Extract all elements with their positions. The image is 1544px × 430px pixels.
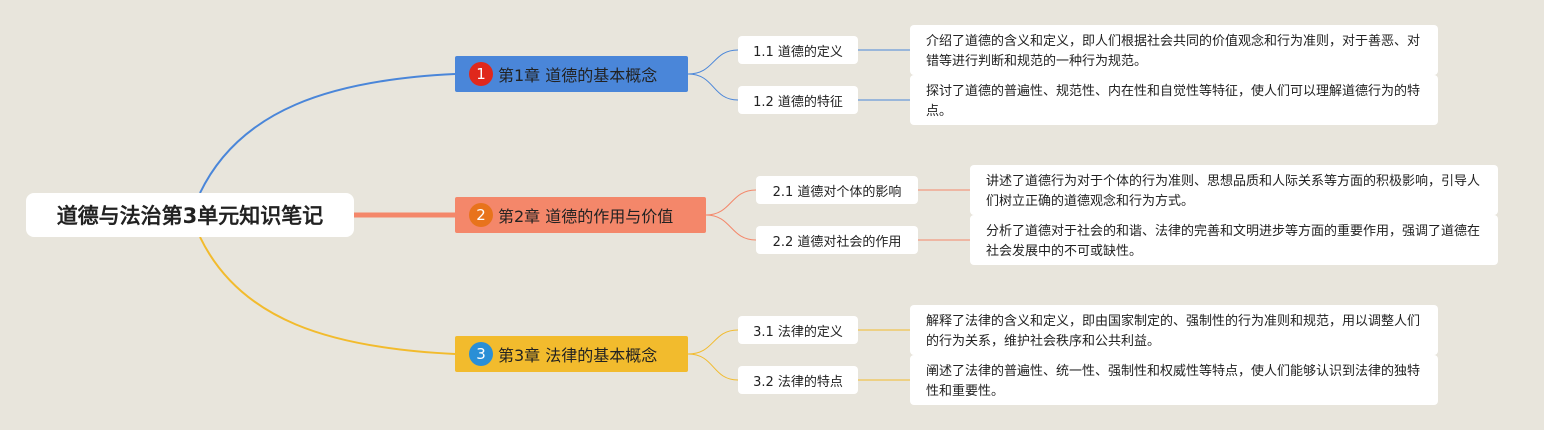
chapter-label: 第2章 道德的作用与价值 [498,207,674,226]
chapter-2-node[interactable]: 2 第2章 道德的作用与价值 [455,197,706,233]
chapter-label: 第1章 道德的基本概念 [498,66,658,85]
topic-node-1-1[interactable]: 1.1 道德的定义 [738,36,858,64]
chapter-3-node[interactable]: 3 第3章 法律的基本概念 [455,336,688,372]
topic-node-1-2[interactable]: 1.2 道德的特征 [738,86,858,114]
number-badge-icon: 3 [469,342,493,366]
topic-node-2-1[interactable]: 2.1 道德对个体的影响 [756,176,918,204]
number-badge-icon: 1 [469,62,493,86]
note-text: 介绍了道德的含义和定义，即人们根据社会共同的价值观念和行为准则，对于善恶、对错等… [926,34,1421,69]
topic-label: 3.2 法律的特点 [753,374,843,390]
topic-line-2-1 [705,189,757,216]
note-1-1[interactable]: 介绍了道德的含义和定义，即人们根据社会共同的价值观念和行为准则，对于善恶、对错等… [910,25,1438,75]
topic-label: 2.2 道德对社会的作用 [772,234,902,250]
note-2-2[interactable]: 分析了道德对于社会的和谐、法律的完善和文明进步等方面的重要作用，强调了道德在社会… [970,215,1498,265]
topic-node-2-2[interactable]: 2.2 道德对社会的作用 [756,226,918,254]
topic-label: 3.1 法律的定义 [753,324,843,340]
topic-line-3-1 [687,329,739,355]
chapter-1-node[interactable]: 1 第1章 道德的基本概念 [455,56,688,92]
topic-line-1-2 [687,73,739,101]
chapter-label: 第3章 法律的基本概念 [498,346,658,365]
topic-line-3-2 [687,353,739,381]
topic-node-3-2[interactable]: 3.2 法律的特点 [738,366,858,394]
topic-line-1-1 [687,49,739,75]
topic-node-3-1[interactable]: 3.1 法律的定义 [738,316,858,344]
topic-line-2-2 [705,214,757,241]
note-3-1[interactable]: 解释了法律的含义和定义，即由国家制定的、强制性的行为准则和规范，用以调整人们的行… [910,305,1438,355]
note-1-2[interactable]: 探讨了道德的普遍性、规范性、内在性和自觉性等特征，使人们可以理解道德行为的特点。 [910,75,1438,125]
note-text: 讲述了道德行为对于个体的行为准则、思想品质和人际关系等方面的积极影响，引导人们树… [986,174,1481,209]
note-2-1[interactable]: 讲述了道德行为对于个体的行为准则、思想品质和人际关系等方面的积极影响，引导人们树… [970,165,1498,215]
topic-label: 2.1 道德对个体的影响 [772,184,902,200]
note-text: 探讨了道德的普遍性、规范性、内在性和自觉性等特征，使人们可以理解道德行为的特点。 [926,84,1421,119]
topic-label: 1.2 道德的特征 [753,94,843,110]
note-text: 解释了法律的含义和定义，即由国家制定的、强制性的行为准则和规范，用以调整人们的行… [926,314,1421,349]
note-text: 分析了道德对于社会的和谐、法律的完善和文明进步等方面的重要作用，强调了道德在社会… [986,224,1481,259]
note-text: 阐述了法律的普遍性、统一性、强制性和权威性等特点，使人们能够认识到法律的独特性和… [926,364,1421,399]
note-3-2[interactable]: 阐述了法律的普遍性、统一性、强制性和权威性等特点，使人们能够认识到法律的独特性和… [910,355,1438,405]
topic-label: 1.1 道德的定义 [753,44,843,60]
number-badge-icon: 2 [469,203,493,227]
branch-line-1 [199,73,456,194]
root-title: 道德与法治第3单元知识笔记 [56,204,324,228]
root-topic[interactable]: 道德与法治第3单元知识笔记 [26,193,354,237]
branch-line-3 [199,236,456,355]
